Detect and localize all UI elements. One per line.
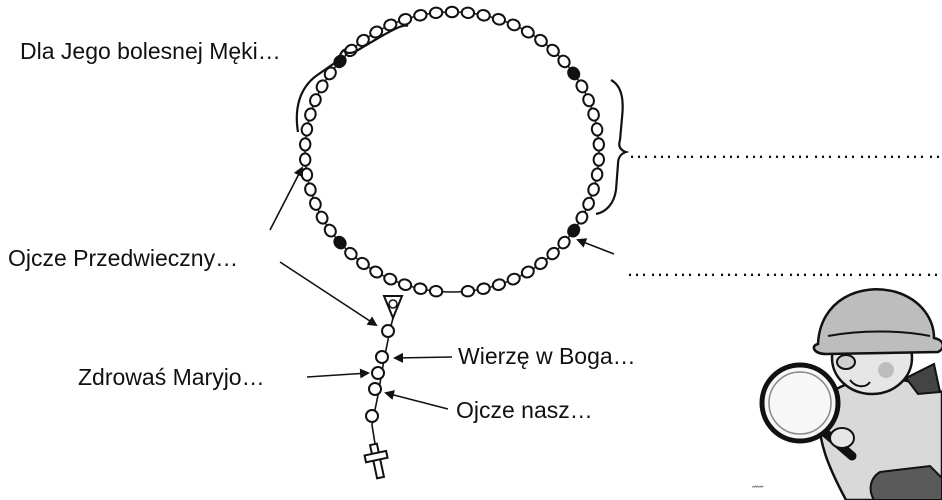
rosary-bead	[491, 278, 507, 292]
rosary-bead	[582, 196, 595, 211]
label-ojcze-nasz: Ojcze nasz…	[456, 397, 593, 423]
center-medal	[382, 295, 404, 321]
rosary-bead	[397, 278, 413, 292]
rosary-bead	[587, 182, 600, 197]
arrow-wierze	[393, 352, 453, 363]
rosary-bead	[413, 9, 428, 22]
center-medal-face	[388, 299, 398, 309]
rosary-bead	[592, 152, 606, 167]
arrow-ojcze-przedwieczny-to-pendant	[279, 261, 378, 327]
rosary-dark-bead	[333, 54, 347, 69]
rosary-bead	[476, 9, 491, 22]
label-zdrowas-maryjo: Zdrowaś Maryjo…	[78, 364, 265, 390]
cross-icon	[363, 442, 389, 480]
rosary-bead	[590, 122, 604, 137]
rosary-bead	[413, 282, 428, 295]
rosary-bead	[557, 235, 571, 250]
brace-right	[595, 79, 630, 216]
arrow-ojcze-nasz	[384, 390, 449, 410]
boy-mouth	[849, 379, 871, 388]
rosary-bead	[344, 246, 358, 261]
pendant-bead-1	[381, 324, 395, 338]
rosary-bead	[304, 182, 317, 197]
rosary-bead	[546, 246, 560, 261]
rosary-bead	[444, 5, 460, 19]
stray-mark: ˝˝˝	[752, 485, 763, 497]
rosary-bead	[369, 25, 384, 39]
rosary-pendant	[363, 295, 404, 480]
rosary-dark-bead	[333, 235, 347, 250]
rosary-loop-beads	[298, 5, 606, 298]
rosary-bead	[383, 18, 398, 32]
explorer-boy-illustration	[759, 288, 942, 500]
rosary-bead	[428, 6, 444, 20]
rosary-bead	[309, 196, 322, 211]
rosary-bead	[298, 137, 312, 152]
pendant-bead-2	[375, 350, 389, 364]
rosary-bead	[534, 33, 548, 48]
rosary-bead	[323, 66, 337, 81]
rosary-bead	[575, 210, 589, 225]
pendant-bead-3	[371, 366, 385, 380]
arrow-zdrowas	[306, 368, 370, 379]
rosary-bead	[546, 43, 560, 58]
rosary-bead	[575, 79, 589, 94]
rosary-dark-bead	[567, 223, 581, 238]
rosary-bead	[428, 284, 444, 298]
rosary-bead	[304, 107, 317, 122]
brace-top-left	[295, 24, 409, 133]
rosary-bead	[315, 210, 329, 225]
answer-blank-bottom: ……………………………………	[626, 256, 942, 281]
rosary-bead	[520, 265, 535, 279]
rosary-bead	[592, 137, 606, 152]
rosary-bead	[300, 167, 314, 182]
rosary-bead	[582, 93, 595, 108]
label-wierze-w-boga: Wierzę w Boga…	[458, 343, 636, 369]
rosary-bead	[300, 122, 314, 137]
label-dla-jego-bolesnej-meki: Dla Jego bolesnej Męki…	[20, 38, 281, 64]
rosary-bead	[534, 256, 548, 271]
rosary-bead	[476, 282, 491, 295]
rosary-bead	[323, 223, 337, 238]
rosary-bead	[460, 284, 476, 298]
rosary-bead	[369, 265, 384, 279]
rosary-bead	[491, 12, 507, 26]
boy-nose	[836, 354, 856, 370]
rosary-bead	[506, 18, 521, 32]
boy-cheek	[878, 362, 894, 378]
rosary-bead	[460, 6, 476, 20]
pendant-bead-5	[365, 409, 379, 423]
answer-blank-top: ……………………………………	[628, 138, 942, 163]
rosary-bead	[309, 93, 322, 108]
pendant-bead-4	[368, 382, 382, 396]
arrow-ojcze-przedwieczny-to-loop	[269, 166, 303, 231]
rosary-bead	[383, 272, 398, 286]
arrow-blank-to-dark-bead	[576, 238, 615, 255]
magnifier-inner-ring	[768, 371, 832, 435]
pith-helmet	[812, 288, 942, 356]
rosary-bead	[557, 54, 571, 69]
rosary-bead	[356, 256, 370, 271]
boy-scarf	[904, 362, 942, 396]
rosary-bead	[587, 107, 600, 122]
boy-hand	[829, 427, 855, 449]
label-ojcze-przedwieczny: Ojcze Przedwieczny…	[8, 245, 239, 271]
helmet-band	[827, 330, 931, 337]
rosary-dark-bead	[567, 66, 581, 81]
rosary-bead	[397, 12, 413, 26]
magnifying-glass-icon	[759, 362, 841, 444]
rosary-bead	[520, 25, 535, 39]
rosary-bead	[590, 167, 604, 182]
boy-boot	[869, 464, 942, 500]
rosary-bead	[298, 152, 312, 167]
rosary-bead	[506, 272, 521, 286]
rosary-bead	[315, 79, 329, 94]
